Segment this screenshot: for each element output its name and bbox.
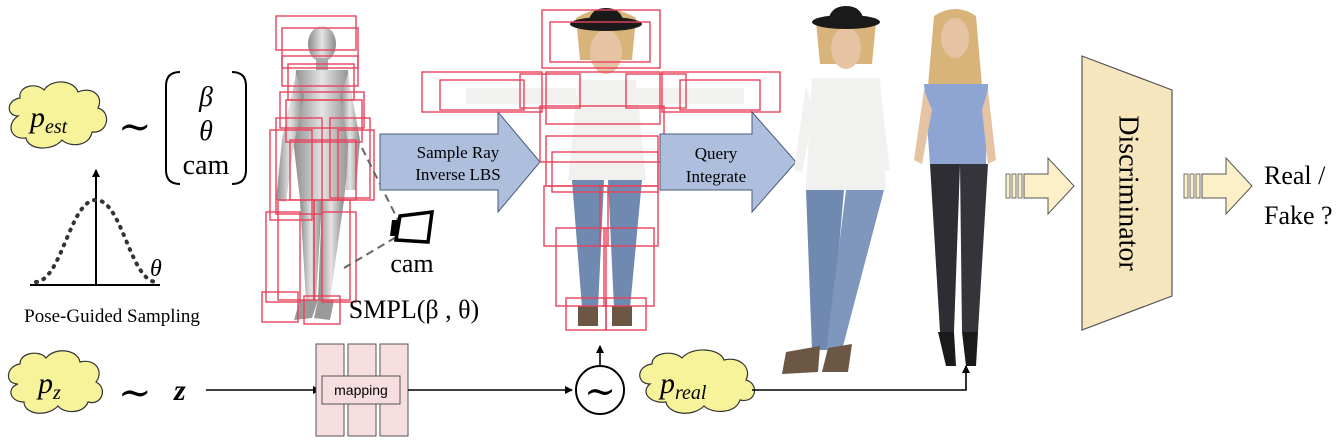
theta-axis-label: θ [150, 256, 162, 282]
mapping-label: mapping [334, 382, 388, 398]
arrow1-line1: Sample Ray [417, 143, 500, 162]
canonical-bounding-boxes [421, 9, 781, 331]
p-real-cloud: preal [639, 349, 756, 414]
output-line2: Fake ? [1264, 201, 1333, 230]
tilde-est: ∼ [118, 104, 152, 149]
p-real-to-real-image-line [752, 365, 970, 391]
sample-ray-arrow: Sample Ray Inverse LBS [379, 110, 541, 214]
noise-circle-icon: ∼ [575, 365, 625, 415]
camera-ray-lower [343, 235, 399, 269]
discriminator-block: Discriminator [1081, 55, 1173, 331]
discriminator-label: Discriminator [1113, 115, 1144, 271]
to-discriminator-arrow [1005, 156, 1075, 216]
pose-sampling-caption: Pose-Guided Sampling [24, 306, 200, 327]
camera-icon [390, 209, 435, 244]
to-output-arrow [1183, 156, 1253, 216]
theta-label: θ [199, 116, 213, 147]
gaussian-curve-icon [30, 169, 160, 286]
beta-label: β [198, 82, 213, 113]
arrow2-line2: Integrate [686, 167, 746, 186]
p-z-cloud: pz [7, 350, 104, 414]
tilde-z: ∼ [118, 370, 152, 415]
real-person-image [914, 9, 996, 366]
canonical-tpose-figure [466, 8, 744, 326]
output-line1: Real / [1264, 161, 1326, 190]
parameter-vector: β θ cam [165, 71, 247, 185]
p-est-label: pest [28, 101, 68, 138]
query-integrate-arrow: Query Integrate [659, 110, 797, 214]
arrow2-line1: Query [695, 144, 738, 163]
z-label: z [173, 374, 186, 407]
arrow1-line2: Inverse LBS [415, 165, 500, 184]
smpl-label: SMPL(β , θ) [349, 295, 479, 324]
noise-symbol: ∼ [584, 371, 616, 413]
p-z-label: pz [36, 367, 61, 404]
mapping-network: mapping [315, 343, 409, 437]
camera-text: cam [390, 249, 433, 278]
generated-person-image [782, 6, 890, 374]
smpl-bounding-boxes [261, 15, 375, 325]
p-real-label: preal [658, 367, 707, 404]
cam-label: cam [183, 150, 230, 181]
p-est-cloud: pest [8, 81, 108, 149]
